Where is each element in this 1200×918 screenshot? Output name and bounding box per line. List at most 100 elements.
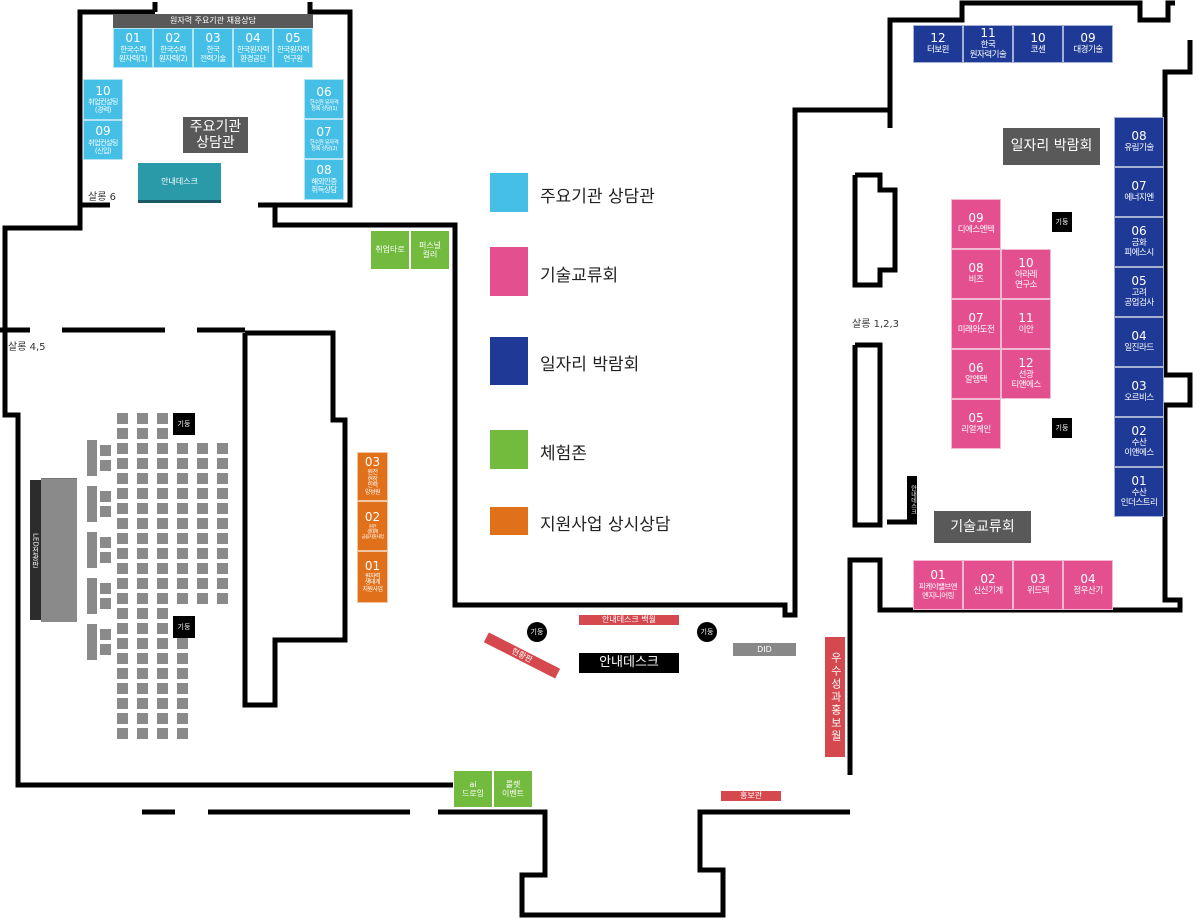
legend-swatch bbox=[490, 507, 528, 535]
booth-name: 비즈 bbox=[968, 275, 984, 286]
seat bbox=[177, 638, 188, 649]
seat bbox=[197, 458, 208, 469]
seat bbox=[137, 713, 148, 724]
seat bbox=[137, 668, 148, 679]
seat bbox=[157, 428, 168, 439]
seat bbox=[117, 563, 128, 574]
seat bbox=[157, 413, 168, 424]
booth-name: 한국 원자력기술 bbox=[969, 40, 1007, 60]
seat bbox=[137, 503, 148, 514]
seat bbox=[197, 563, 208, 574]
booth-number: 11 bbox=[980, 26, 996, 41]
seat bbox=[137, 488, 148, 499]
bench bbox=[87, 532, 97, 568]
seat bbox=[157, 518, 168, 529]
lobby-info-desk: 안내데스크 bbox=[579, 653, 679, 673]
booth-number: 09 bbox=[1080, 31, 1096, 46]
booth-number: 05 bbox=[285, 31, 301, 46]
seat bbox=[157, 668, 168, 679]
seat bbox=[157, 473, 168, 484]
bench bbox=[87, 486, 97, 522]
seat bbox=[217, 548, 228, 559]
seat bbox=[117, 638, 128, 649]
seat bbox=[197, 488, 208, 499]
booth-name: 대경기술 bbox=[1073, 45, 1103, 56]
pillar: 기둥 bbox=[697, 622, 717, 642]
pillar: 기둥 bbox=[173, 616, 195, 638]
seat bbox=[197, 548, 208, 559]
seat bbox=[177, 653, 188, 664]
booth-name: 아라레 연구소 bbox=[1015, 270, 1037, 290]
seat bbox=[157, 458, 168, 469]
seat bbox=[177, 443, 188, 454]
booth-number: 02 bbox=[1131, 424, 1147, 439]
seat bbox=[117, 728, 128, 739]
booth-name: 미래와도전 bbox=[957, 325, 995, 336]
booth-number: 06 bbox=[968, 361, 984, 376]
booth-number: 12 bbox=[930, 31, 946, 46]
pr-booth: 홍보관 bbox=[721, 791, 781, 801]
seat bbox=[137, 638, 148, 649]
seat bbox=[157, 443, 168, 454]
seat bbox=[137, 653, 148, 664]
seat bbox=[100, 445, 111, 456]
seat bbox=[157, 638, 168, 649]
seat bbox=[177, 548, 188, 559]
seat bbox=[197, 578, 208, 589]
seat bbox=[177, 533, 188, 544]
seat bbox=[137, 698, 148, 709]
salon-123-label: 살롱 1,2,3 bbox=[852, 319, 900, 330]
seat bbox=[117, 698, 128, 709]
booth-number: 06 bbox=[316, 84, 332, 99]
booth-name: 디에스엔텍 bbox=[957, 225, 995, 236]
seat bbox=[117, 533, 128, 544]
booth-name: 오르비스 bbox=[1124, 393, 1154, 404]
legend-swatch bbox=[490, 430, 528, 469]
seat bbox=[100, 460, 111, 471]
booth-number: 04 bbox=[1131, 329, 1147, 344]
booth-number: 07 bbox=[316, 124, 332, 139]
seat bbox=[217, 563, 228, 574]
seat bbox=[137, 458, 148, 469]
experience-booth: 퍼스널 컬러 bbox=[410, 230, 450, 270]
seat bbox=[137, 518, 148, 529]
